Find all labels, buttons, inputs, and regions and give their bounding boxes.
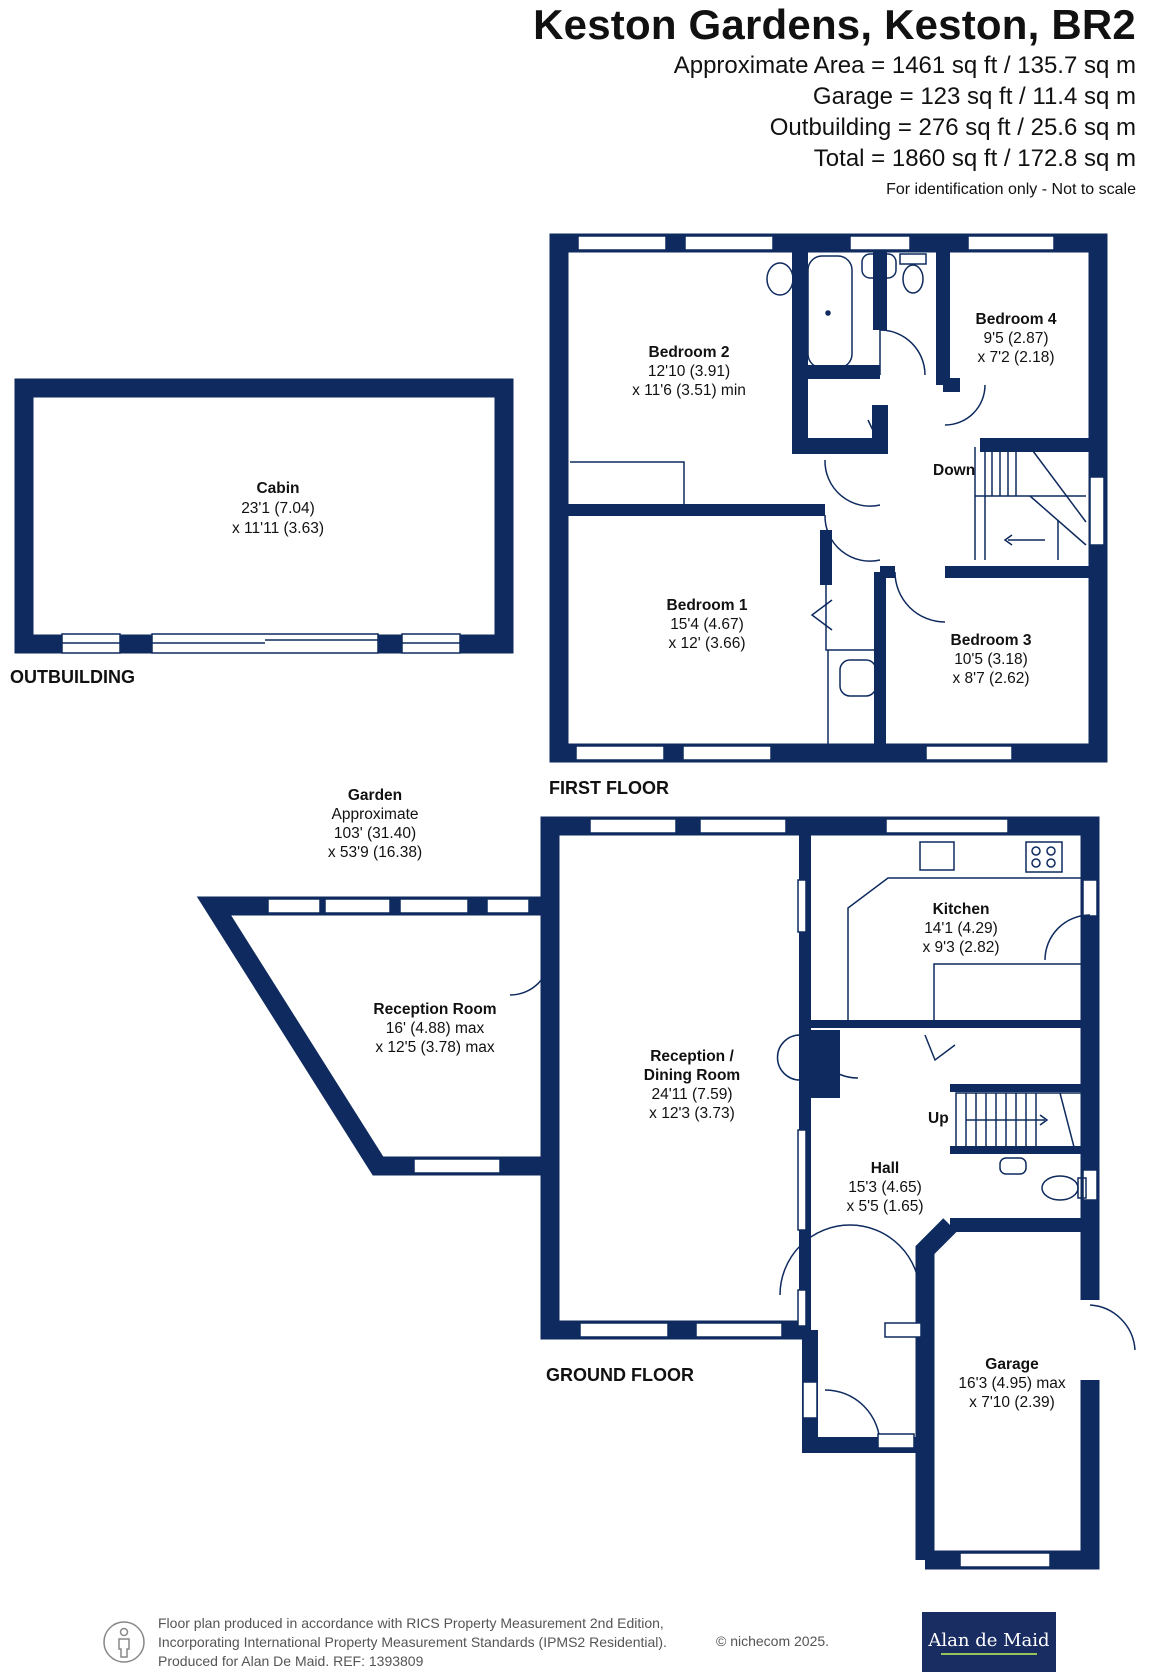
- identification-note: For identification only - Not to scale: [886, 181, 1136, 198]
- stairs-down-label: Down: [933, 462, 975, 479]
- kitchen-dims-2: x 9'3 (2.82): [922, 939, 999, 956]
- reception-room-name: Reception Room: [373, 1001, 496, 1018]
- reception-dining-dims-2: x 12'3 (3.73): [649, 1105, 735, 1122]
- footer-line-2: Incorporating International Property Mea…: [158, 1634, 667, 1650]
- outbuilding-area: Outbuilding = 276 sq ft / 25.6 sq m: [769, 114, 1136, 141]
- outbuilding-label: OUTBUILDING: [10, 667, 135, 687]
- garage-dims-1: 16'3 (4.95) max: [958, 1375, 1065, 1392]
- bedroom3-dims-1: 10'5 (3.18): [954, 651, 1028, 668]
- first-floor-label: FIRST FLOOR: [549, 778, 669, 798]
- garage-name: Garage: [985, 1356, 1039, 1373]
- hall-dims-1: 15'3 (4.65): [848, 1179, 922, 1196]
- bedroom2-name: Bedroom 2: [649, 344, 730, 361]
- bedroom3-name: Bedroom 3: [951, 632, 1032, 649]
- bedroom1-dims-2: x 12' (3.66): [668, 635, 745, 652]
- garden-dims-2: 103' (31.40): [334, 825, 416, 842]
- floor-plan: OUTBUILDING FIRST FLOOR GROUND FLOOR Cab…: [10, 233, 1136, 1570]
- first-floor-details: [570, 235, 1105, 761]
- floor-labels: OUTBUILDING FIRST FLOOR GROUND FLOOR: [10, 667, 694, 1385]
- bedroom2-dims-2: x 11'6 (3.51) min: [632, 382, 746, 399]
- approximate-area: Approximate Area = 1461 sq ft / 135.7 sq…: [673, 52, 1136, 79]
- garage-dims-2: x 7'10 (2.39): [969, 1394, 1055, 1411]
- hall-dims-2: x 5'5 (1.65): [846, 1198, 923, 1215]
- brand-name: Alan de Maid: [928, 1629, 1050, 1651]
- bedroom1-name: Bedroom 1: [667, 597, 748, 614]
- reception-dining-name-2: Dining Room: [644, 1067, 740, 1084]
- bedroom4-dims-2: x 7'2 (2.18): [977, 349, 1054, 366]
- first-floor-stairs: [974, 446, 1087, 560]
- kitchen-dims-1: 14'1 (4.29): [924, 920, 998, 937]
- garage-area: Garage = 123 sq ft / 11.4 sq m: [812, 83, 1136, 110]
- bedroom2-dims-1: 12'10 (3.91): [648, 363, 730, 380]
- header: Keston Gardens, Keston, BR2 Approximate …: [533, 0, 1136, 202]
- footer-text: Floor plan produced in accordance with R…: [158, 1614, 667, 1671]
- cabin-name: Cabin: [256, 480, 299, 497]
- ground-floor-details: [267, 818, 1136, 1568]
- hall-name: Hall: [871, 1160, 899, 1177]
- footer-line-3: Produced for Alan De Maid. REF: 1393809: [158, 1653, 424, 1669]
- total-area: Total = 1860 sq ft / 172.8 sq m: [813, 145, 1136, 172]
- bedroom4-name: Bedroom 4: [976, 311, 1057, 328]
- copyright-text: © nichecom 2025.: [716, 1633, 830, 1649]
- ground-floor-stairs: [955, 1092, 1085, 1148]
- brand-logo: Alan de Maid: [922, 1612, 1056, 1672]
- brand-underline: [941, 1652, 1037, 1655]
- room-labels: Cabin 23'1 (7.04) x 11'11 (3.63) Bedroom…: [232, 311, 1066, 1411]
- bedroom4-dims-1: 9'5 (2.87): [984, 330, 1049, 347]
- cabin-dims-1: 23'1 (7.04): [241, 500, 315, 517]
- ground-floor-label: GROUND FLOOR: [546, 1365, 694, 1385]
- cabin-dims-2: x 11'11 (3.63): [232, 520, 324, 537]
- person-icon: [103, 1621, 145, 1663]
- cabin-walls: [14, 378, 514, 654]
- stairs-up-label: Up: [928, 1110, 949, 1127]
- stair-labels: Down Up: [928, 462, 975, 1127]
- bedroom3-dims-2: x 8'7 (2.62): [952, 670, 1029, 687]
- reception-dining-name: Reception /: [650, 1048, 734, 1065]
- kitchen-name: Kitchen: [933, 901, 990, 918]
- page-title: Keston Gardens, Keston, BR2: [533, 1, 1136, 48]
- reception-dining-dims-1: 24'11 (7.59): [651, 1086, 732, 1103]
- footer-line-1: Floor plan produced in accordance with R…: [158, 1615, 664, 1631]
- garden-name: Garden: [348, 787, 402, 804]
- garden-dims-1: Approximate: [331, 806, 418, 823]
- reception-room-dims-2: x 12'5 (3.78) max: [375, 1039, 495, 1056]
- garden-dims-3: x 53'9 (16.38): [328, 844, 422, 861]
- reception-room-dims-1: 16' (4.88) max: [386, 1020, 485, 1037]
- bedroom1-dims-1: 15'4 (4.67): [670, 616, 744, 633]
